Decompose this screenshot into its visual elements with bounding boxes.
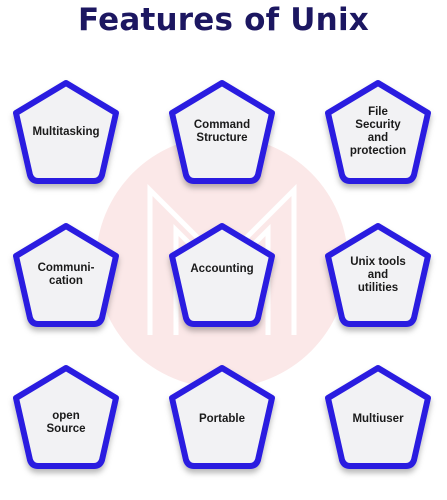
pentagon-shape bbox=[169, 223, 275, 327]
pentagon-shape bbox=[13, 80, 119, 184]
feature-label: Command Structure bbox=[193, 119, 251, 144]
feature-communication: Communi- cation bbox=[6, 218, 126, 332]
feature-accounting: Accounting bbox=[162, 218, 282, 332]
feature-multitasking: Multitasking bbox=[6, 75, 126, 189]
feature-label: Accounting bbox=[190, 262, 254, 275]
feature-label: File Security and protection bbox=[349, 106, 407, 157]
feature-label: open Source bbox=[46, 410, 86, 435]
feature-label: Multiuser bbox=[352, 412, 404, 425]
pentagon-shape bbox=[13, 365, 119, 469]
feature-label: Multitasking bbox=[32, 125, 100, 138]
feature-label: Unix tools and utilities bbox=[350, 255, 406, 294]
pentagon-shape bbox=[169, 80, 275, 184]
pentagon-shape bbox=[325, 223, 431, 327]
pentagon-shape bbox=[13, 223, 119, 327]
page-title: Features of Unix bbox=[78, 2, 369, 38]
pentagon-shape bbox=[325, 365, 431, 469]
feature-label: Portable bbox=[198, 412, 245, 425]
feature-open-source: open Source bbox=[6, 360, 126, 474]
feature-command-structure: Command Structure bbox=[162, 75, 282, 189]
feature-label: Communi- cation bbox=[37, 262, 95, 287]
pentagon-shape bbox=[169, 365, 275, 469]
feature-unix-tools: Unix tools and utilities bbox=[318, 218, 438, 332]
feature-file-security: File Security and protection bbox=[318, 75, 438, 189]
feature-multiuser: Multiuser bbox=[318, 360, 438, 474]
feature-portable: Portable bbox=[162, 360, 282, 474]
pentagon-shape bbox=[325, 80, 431, 184]
